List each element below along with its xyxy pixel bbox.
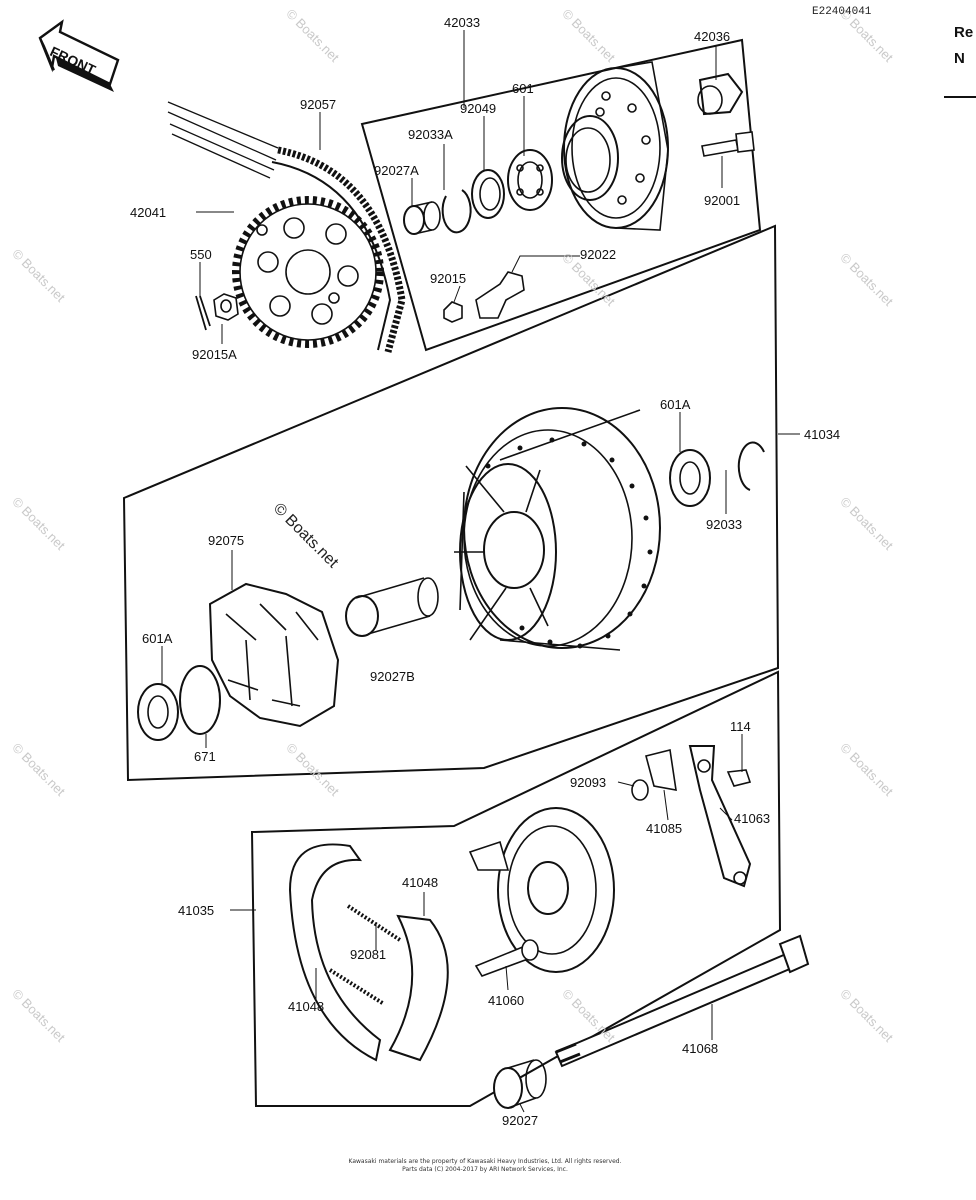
wheel-spacer-tube <box>345 577 439 637</box>
part-label-671[interactable]: 671 <box>194 749 216 764</box>
part-label-92075[interactable]: 92075 <box>208 533 245 548</box>
part-label-41034[interactable]: 41034 <box>804 427 841 442</box>
rear-axle <box>554 934 810 1068</box>
copyright-line: Parts data (C) 2004-2017 by ARI Network … <box>402 1166 568 1173</box>
part-label-42036[interactable]: 42036 <box>694 29 731 44</box>
part-label-41068[interactable]: 41068 <box>682 1041 719 1056</box>
castle-nut <box>213 293 239 321</box>
cotter-pin <box>195 295 211 331</box>
lock-plate <box>475 271 525 319</box>
leader-lines <box>161 30 800 1113</box>
part-label-601a-bottom[interactable]: 601A <box>142 631 173 646</box>
coupling-collar <box>697 72 744 116</box>
part-label-550[interactable]: 550 <box>190 247 212 262</box>
axle-collar <box>493 1059 547 1109</box>
hub-nut <box>443 301 463 323</box>
copyright-line: Kawasaki materials are the property of K… <box>348 1158 622 1165</box>
brake-panel <box>468 807 615 973</box>
part-label-92033a[interactable]: 92033A <box>408 127 453 142</box>
edge-letter: Re <box>954 24 974 41</box>
part-label-41048-top[interactable]: 41048 <box>402 875 439 890</box>
wheel-bearing-left <box>137 683 179 741</box>
damper-o-ring <box>179 665 221 735</box>
part-label-92081[interactable]: 92081 <box>350 947 387 962</box>
part-label-92027a[interactable]: 92027A <box>374 163 419 178</box>
lever-washer <box>631 779 649 801</box>
rear-wheel-hub <box>454 407 661 651</box>
diagram-code: E22404041 <box>812 6 872 18</box>
part-label-601a-top[interactable]: 601A <box>660 397 691 412</box>
part-label-92093[interactable]: 92093 <box>570 775 607 790</box>
wheel-group-box <box>122 224 780 782</box>
part-label-601[interactable]: 601 <box>512 81 534 96</box>
part-label-92033[interactable]: 92033 <box>706 517 743 532</box>
brake-springs <box>328 904 402 1006</box>
hub-collar <box>403 201 441 235</box>
circlip <box>441 189 472 234</box>
page-edge: Re N <box>944 0 976 1200</box>
hub-bearing <box>507 149 553 211</box>
edge-rule <box>944 96 976 98</box>
brake-group-box <box>250 670 782 1107</box>
wheel-bearing-right <box>669 449 711 507</box>
brake-cam <box>474 939 539 977</box>
part-label-41085[interactable]: 41085 <box>646 821 683 836</box>
part-label-92001[interactable]: 92001 <box>704 193 741 208</box>
cam-lever <box>688 745 752 888</box>
part-label-41060[interactable]: 41060 <box>488 993 525 1008</box>
part-label-114[interactable]: 114 <box>730 719 751 734</box>
coupling-bolt <box>701 131 755 157</box>
wheel-circlip <box>737 441 765 491</box>
part-label-92049[interactable]: 92049 <box>460 101 497 116</box>
rear-sprocket <box>232 196 384 348</box>
copyright-footer: Kawasaki materials are the property of K… <box>330 1158 640 1174</box>
part-label-42041[interactable]: 42041 <box>130 205 167 220</box>
lever-bolt <box>726 769 752 787</box>
sprocket-coupling <box>561 61 669 231</box>
part-label-92022[interactable]: 92022 <box>580 247 617 262</box>
wear-indicator <box>645 749 677 791</box>
part-label-92027[interactable]: 92027 <box>502 1113 539 1128</box>
part-label-42033[interactable]: 42033 <box>444 15 481 30</box>
oil-seal <box>471 169 505 219</box>
part-label-92057[interactable]: 92057 <box>300 97 337 112</box>
part-label-92027b[interactable]: 92027B <box>370 669 415 684</box>
part-label-41035[interactable]: 41035 <box>178 903 215 918</box>
part-label-92015[interactable]: 92015 <box>430 271 467 286</box>
damper-rubbers <box>208 582 340 728</box>
drive-chain <box>167 101 406 353</box>
part-label-41063[interactable]: 41063 <box>734 811 771 826</box>
edge-letter: N <box>954 50 965 67</box>
brake-shoe-right <box>388 914 449 1062</box>
front-arrow-icon <box>38 19 120 92</box>
brake-shoe-left <box>288 843 382 1062</box>
part-label-92015a[interactable]: 92015A <box>192 347 237 362</box>
part-label-41048-bottom[interactable]: 41048 <box>288 999 325 1014</box>
